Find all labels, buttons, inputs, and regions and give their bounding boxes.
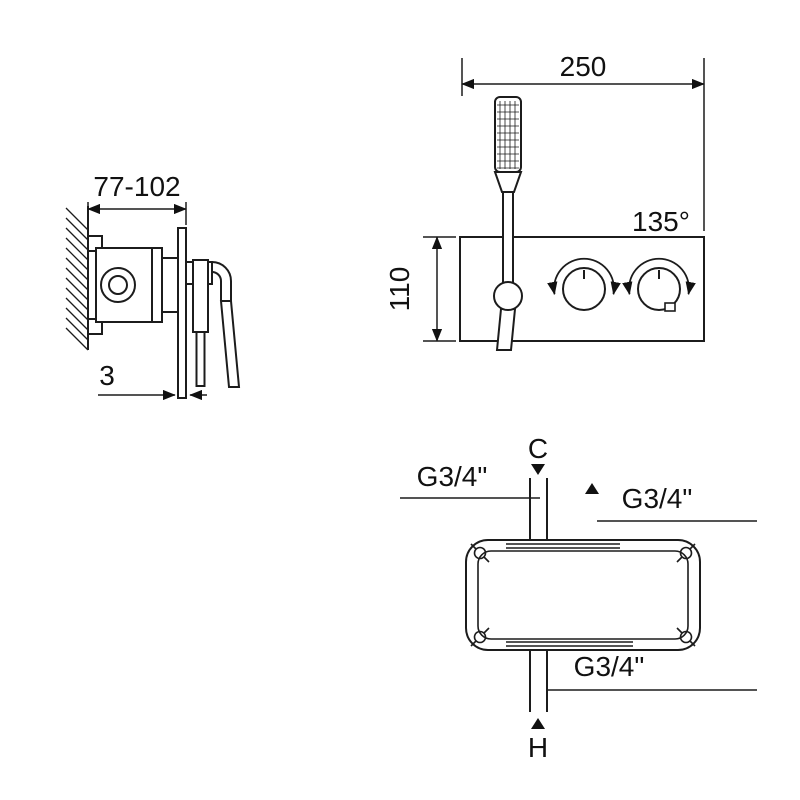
dim-depth-label: 77-102 [93,171,180,202]
hot-thread-label: G3/4" [574,651,645,682]
hose-hook-outer [211,261,232,301]
bottom-view [400,464,757,729]
outlet-flow-arrow-icon [585,483,599,494]
dim-depth [87,202,187,225]
bottom-plate-outline [465,539,701,651]
shower-hose [219,300,241,388]
hand-shower-front [493,96,523,351]
wand-grip-front [495,308,517,351]
valve-inlet-inner [108,275,128,295]
temperature-knob [547,257,621,311]
wand-head-front [494,96,522,173]
wand-head-knurling [497,101,519,169]
thread-leader-lines [400,497,757,691]
hot-flow-arrow-icon [531,718,545,729]
trim-plate-side [177,227,187,399]
wall-hatching [65,207,89,351]
cold-thread-label: G3/4" [417,461,488,492]
dimension-labels: 77-102 3 250 110 135° C G3/4" G3/4" G3/4… [93,51,692,763]
corner-mount-slots [470,543,696,647]
hot-inlet-pipe [529,650,548,712]
hose-hook-inner [211,271,222,301]
plate-slot-bottom [506,641,633,647]
dim-width [461,58,705,231]
flow-knob-tab [664,302,676,312]
side-view [65,202,241,401]
dim-height [423,236,456,342]
corner-mount-bottom-right [679,630,693,644]
bottom-plate-inner-outline [477,550,689,640]
valve-connector [161,257,179,313]
cold-marker-label: C [528,433,548,464]
corner-mount-bottom-left [473,630,487,644]
flow-knob [622,257,696,312]
flow-knob-rotation-arrow [622,257,696,295]
corner-mount-top-right [679,546,693,560]
wand-neck-front [493,171,523,193]
outlet-thread-label: G3/4" [622,483,693,514]
wand-holder-front [493,281,523,311]
cold-flow-arrow-icon [531,464,545,475]
plate-slot-top [506,543,620,549]
dim-width-label: 250 [560,51,607,82]
knob-angle-label: 135° [632,206,690,237]
wand-handle-lower [195,331,206,387]
valve-inlet-outer [100,267,136,303]
cold-inlet-pipe [529,478,548,540]
hand-shower-wand-side [192,259,209,387]
dim-height-label: 110 [384,267,415,312]
front-view [423,58,705,351]
temperature-knob-rotation-arrow [547,257,621,295]
valve-body-side [87,235,179,335]
corner-mount-top-left [473,546,487,560]
hot-marker-label: H [528,732,548,763]
corner-mounts [470,543,696,647]
dim-plate-offset-label: 3 [99,360,115,391]
wand-handle-upper [192,259,209,333]
